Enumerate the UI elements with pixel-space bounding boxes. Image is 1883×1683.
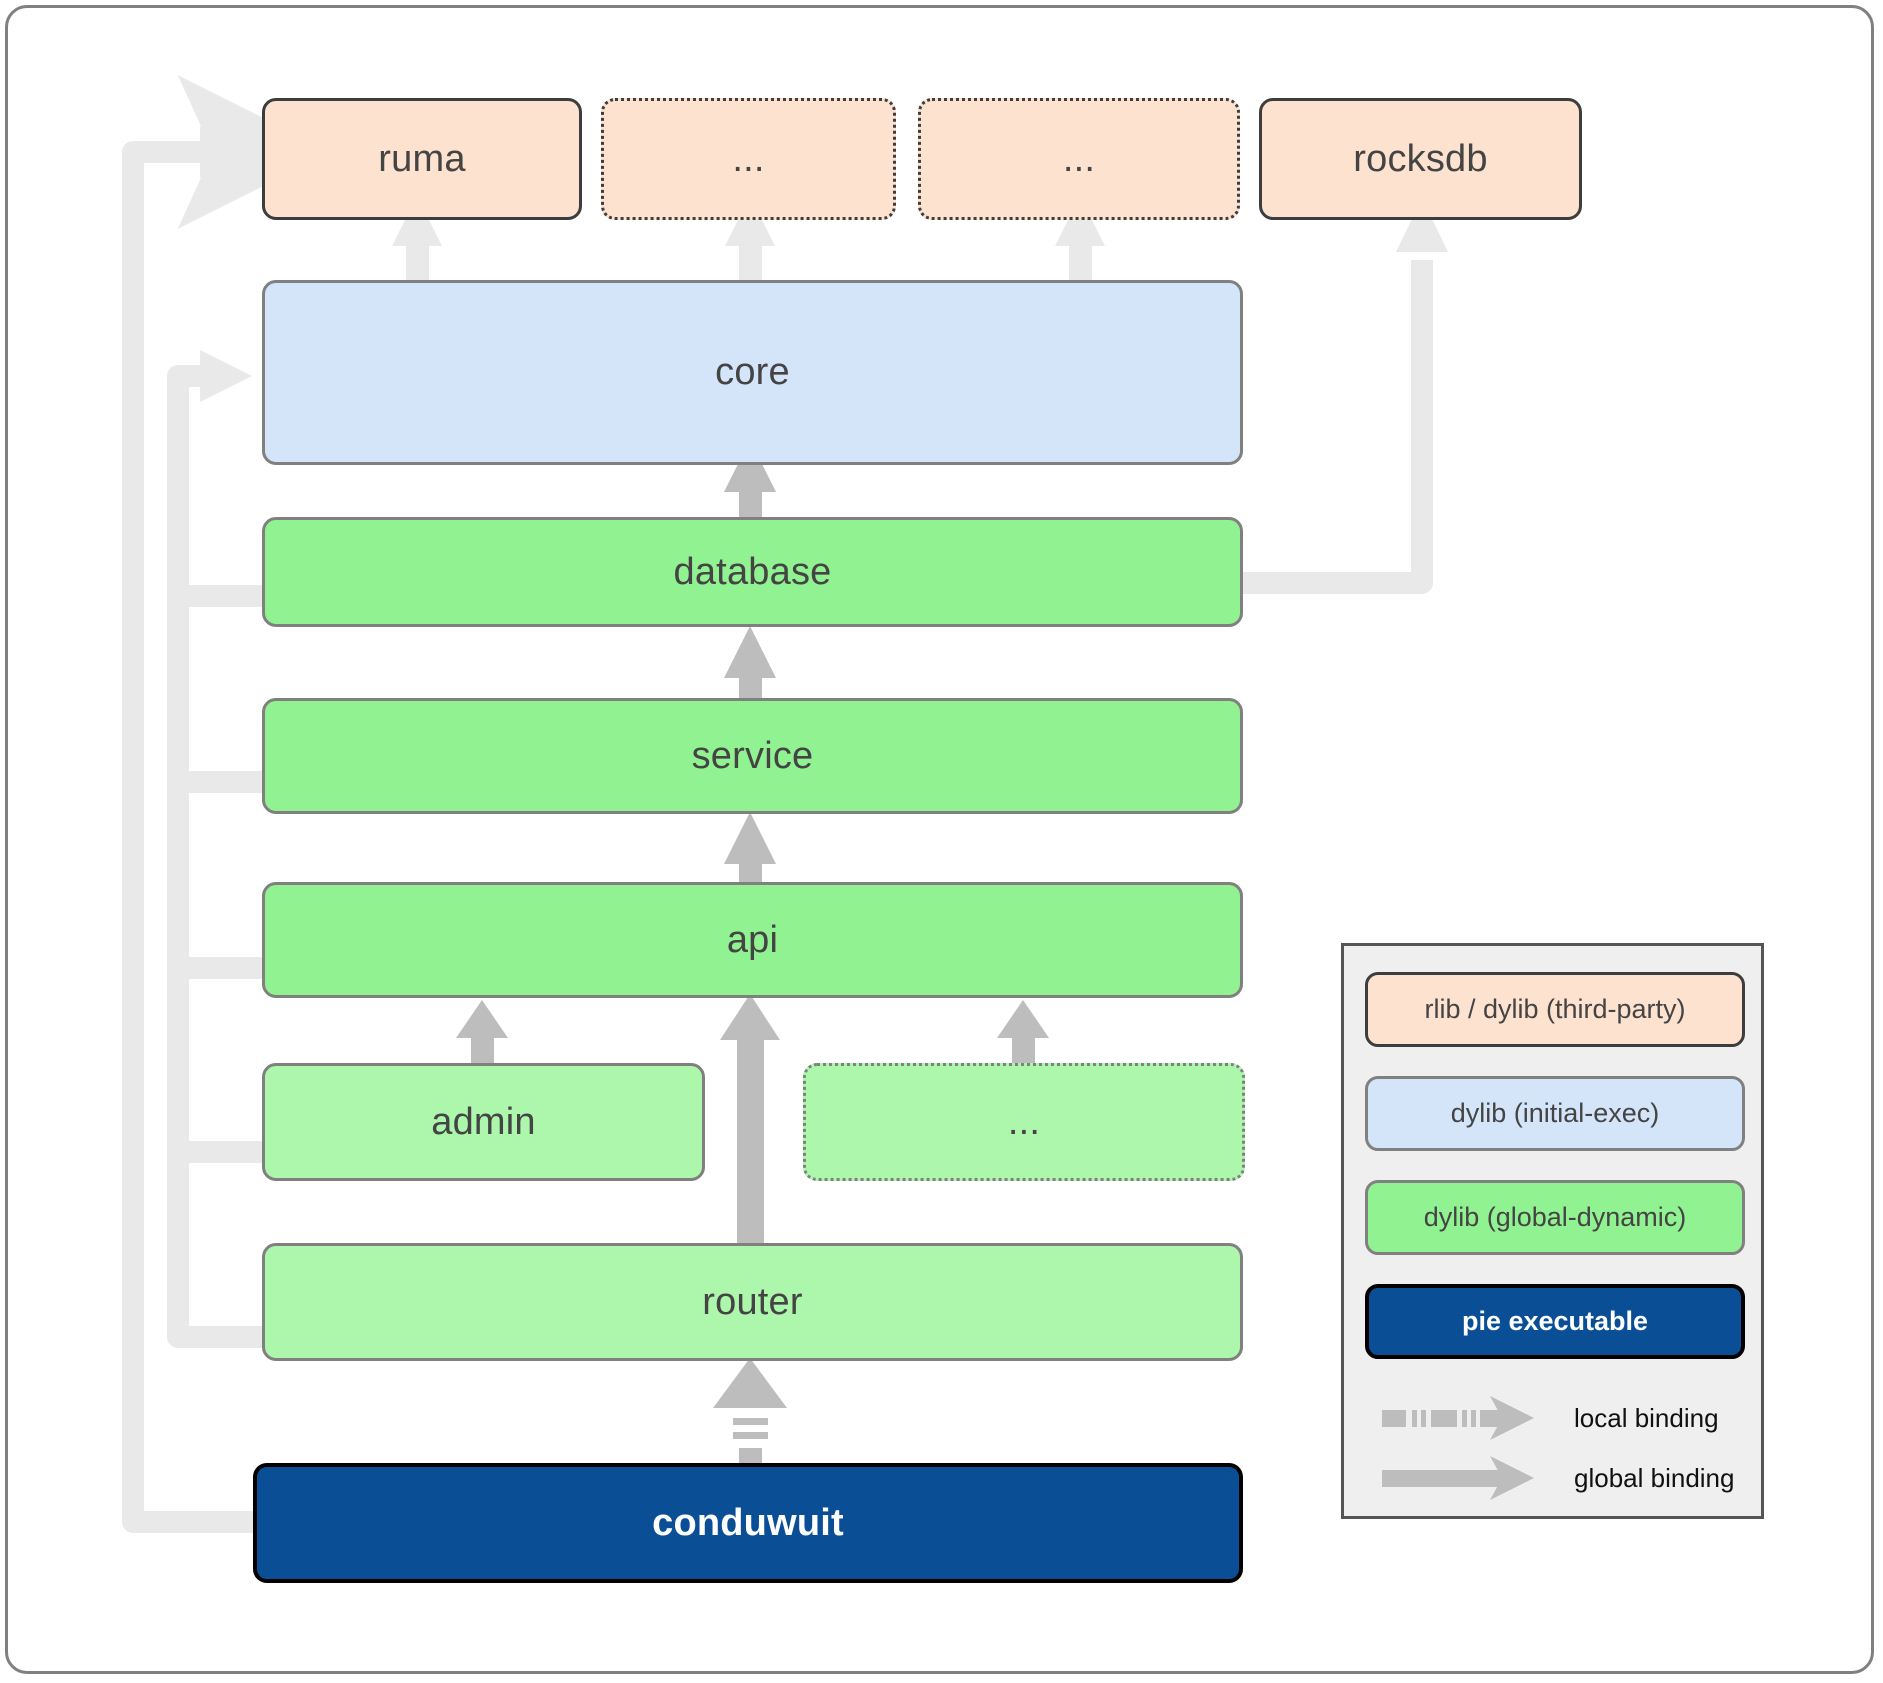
local-binding-arrow-icon xyxy=(1382,1396,1534,1440)
legend-item-third-party: rlib / dylib (third-party) xyxy=(1365,972,1745,1047)
node-api-label: api xyxy=(726,918,779,961)
legend-binding-global-label: global binding xyxy=(1574,1462,1735,1493)
node-admin[interactable]: admin xyxy=(262,1063,705,1181)
node-top-ellipsis-1[interactable]: ... xyxy=(601,98,896,220)
node-service-label: service xyxy=(691,734,814,777)
node-ruma-label: ruma xyxy=(378,137,466,180)
node-ruma[interactable]: ruma xyxy=(262,98,582,220)
legend-binding-local-label: local binding xyxy=(1574,1402,1719,1433)
node-router[interactable]: router xyxy=(262,1243,1243,1361)
node-rocksdb[interactable]: rocksdb xyxy=(1259,98,1582,220)
legend-binding-global: global binding xyxy=(1378,1450,1748,1506)
node-database[interactable]: database xyxy=(262,517,1243,627)
node-api-ellipsis[interactable]: ... xyxy=(803,1063,1245,1181)
node-core[interactable]: core xyxy=(262,280,1243,465)
node-top-ellipsis-2-label: ... xyxy=(1062,137,1096,180)
legend-binding-local: local binding xyxy=(1378,1390,1748,1446)
node-service[interactable]: service xyxy=(262,698,1243,814)
node-rocksdb-label: rocksdb xyxy=(1353,137,1488,180)
node-admin-label: admin xyxy=(431,1100,536,1143)
global-binding-arrow-icon xyxy=(1382,1456,1534,1500)
node-router-label: router xyxy=(702,1280,803,1323)
node-core-label: core xyxy=(715,351,790,393)
node-conduwuit-label: conduwuit xyxy=(652,1501,844,1544)
legend-item-global-dynamic-label: dylib (global-dynamic) xyxy=(1423,1202,1687,1232)
legend-item-third-party-label: rlib / dylib (third-party) xyxy=(1424,994,1686,1024)
legend-item-pie-executable: pie executable xyxy=(1365,1284,1745,1359)
legend-item-initial-exec-label: dylib (initial-exec) xyxy=(1450,1098,1660,1128)
node-conduwuit[interactable]: conduwuit xyxy=(253,1463,1243,1583)
legend-item-pie-executable-label: pie executable xyxy=(1461,1306,1649,1336)
node-api-ellipsis-label: ... xyxy=(1007,1100,1041,1143)
legend-panel: rlib / dylib (third-party) dylib (initia… xyxy=(1341,943,1764,1519)
node-top-ellipsis-2[interactable]: ... xyxy=(918,98,1240,220)
node-database-label: database xyxy=(673,550,832,593)
legend-item-initial-exec: dylib (initial-exec) xyxy=(1365,1076,1745,1151)
node-top-ellipsis-1-label: ... xyxy=(732,137,765,180)
node-api[interactable]: api xyxy=(262,882,1243,998)
legend-item-global-dynamic: dylib (global-dynamic) xyxy=(1365,1180,1745,1255)
